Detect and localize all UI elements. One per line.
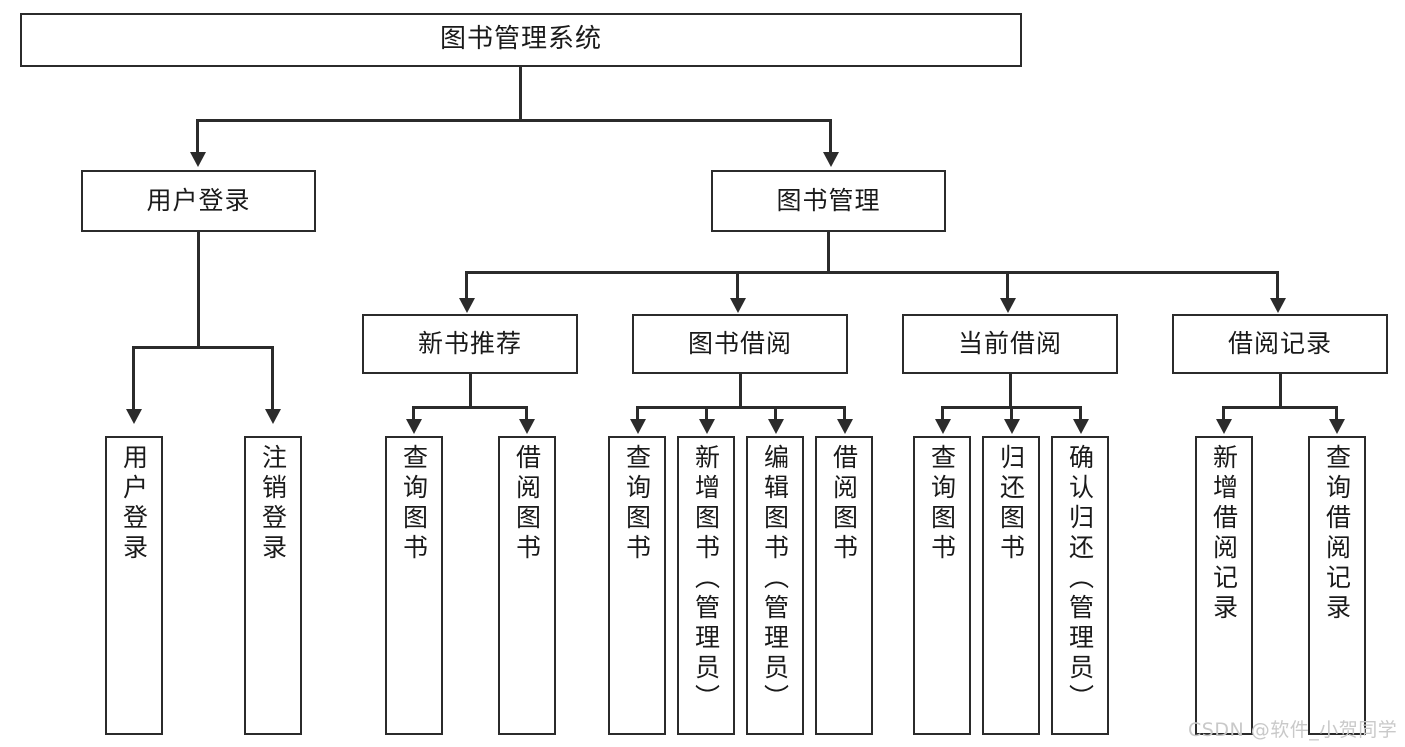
edge-drop-leaf [1010,406,1013,421]
leaf-borrow-book-1[interactable]: 借阅图书 [498,436,556,735]
arrow-down-icon [730,298,746,313]
node-label: 查询图书 [622,444,652,564]
edge-drop-leaf [1335,406,1338,421]
leaf-query-book-1[interactable]: 查询图书 [385,436,443,735]
node-current-borrow[interactable]: 当前借阅 [902,314,1118,374]
node-root-book-management-system[interactable]: 图书管理系统 [20,13,1022,67]
edge-drop-book-management [829,119,832,153]
arrow-down-icon [1216,419,1232,434]
arrow-down-icon [265,409,281,424]
edge-drop-book-borrow [736,271,739,299]
edge-drop-borrow-record [1276,271,1279,299]
leaf-add-book[interactable]: 新增图书（管理员） [677,436,735,735]
node-label: 借阅图书 [512,444,542,564]
edge-drop-leaf [941,406,944,421]
watermark-text: CSDN @软件_小贺同学 [1188,719,1398,741]
node-label: 新书推荐 [417,328,522,358]
edge-drop-leaf [412,406,415,421]
leaf-logout-login[interactable]: 注销登录 [244,436,302,735]
edge-book-management-stem [827,232,830,271]
edge-drop-leaf [705,406,708,421]
node-label: 借阅图书 [829,444,859,564]
arrow-down-icon [630,419,646,434]
edge-drop-current-borrow [1006,271,1009,299]
arrow-down-icon [837,419,853,434]
node-label: 查询图书 [399,444,429,564]
arrow-down-icon [459,298,475,313]
arrow-down-icon [699,419,715,434]
node-label: 注销登录 [258,444,288,564]
arrow-down-icon [935,419,951,434]
node-user-login[interactable]: 用户登录 [81,170,316,232]
edge-root-bus [196,119,832,122]
edge-drop-user-login [196,119,199,153]
edge-drop-leaf-user-login [132,346,135,410]
node-book-management[interactable]: 图书管理 [711,170,946,232]
edge-root-stem [519,67,522,119]
arrow-down-icon [519,419,535,434]
node-label: 查询图书 [927,444,957,564]
node-label: 图书借阅 [687,328,792,358]
arrow-down-icon [1000,298,1016,313]
node-label: 当前借阅 [957,328,1062,358]
node-book-borrow[interactable]: 图书借阅 [632,314,848,374]
edge-borrow-record-bus [1222,406,1337,409]
arrow-down-icon [768,419,784,434]
arrow-down-icon [1329,419,1345,434]
leaf-user-login[interactable]: 用户登录 [105,436,163,735]
node-label: 借阅记录 [1227,328,1332,358]
leaf-borrow-book-2[interactable]: 借阅图书 [815,436,873,735]
edge-book-management-bus [465,271,1279,274]
node-label: 查询借阅记录 [1322,444,1352,624]
edge-new-book-stem [469,374,472,406]
edge-drop-leaf [843,406,846,421]
node-label: 新增借阅记录 [1209,444,1239,624]
node-label: 用户登录 [119,444,149,564]
node-label: 图书管理 [776,185,881,215]
edge-book-borrow-stem [739,374,742,406]
edge-user-login-stem [197,232,200,346]
node-label: 编辑图书（管理员） [760,444,790,714]
leaf-query-book-3[interactable]: 查询图书 [913,436,971,735]
arrow-down-icon [126,409,142,424]
arrow-down-icon [1270,298,1286,313]
node-borrow-record[interactable]: 借阅记录 [1172,314,1388,374]
arrow-down-icon [406,419,422,434]
arrow-down-icon [1073,419,1089,434]
edge-drop-leaf [1079,406,1082,421]
edge-user-login-bus [132,346,272,349]
node-label: 归还图书 [996,444,1026,564]
node-label: 图书管理系统 [439,24,602,55]
edge-drop-leaf [774,406,777,421]
node-label: 用户登录 [146,185,251,215]
leaf-query-record[interactable]: 查询借阅记录 [1308,436,1366,735]
edge-book-borrow-bus [636,406,843,409]
edge-drop-leaf [1222,406,1225,421]
arrow-down-icon [823,152,839,167]
node-new-book-recommend[interactable]: 新书推荐 [362,314,578,374]
edge-drop-leaf [525,406,528,421]
node-label: 新增图书（管理员） [691,444,721,714]
edge-borrow-record-stem [1279,374,1282,406]
leaf-return-book[interactable]: 归还图书 [982,436,1040,735]
node-label: 确认归还（管理员） [1065,444,1095,714]
leaf-confirm-return[interactable]: 确认归还（管理员） [1051,436,1109,735]
edge-drop-leaf [636,406,639,421]
leaf-query-book-2[interactable]: 查询图书 [608,436,666,735]
arrow-down-icon [1004,419,1020,434]
edge-drop-new-book-recommend [465,271,468,299]
edge-current-borrow-stem [1009,374,1012,406]
leaf-add-record[interactable]: 新增借阅记录 [1195,436,1253,735]
edge-drop-leaf-logout [271,346,274,410]
leaf-edit-book[interactable]: 编辑图书（管理员） [746,436,804,735]
edge-new-book-bus [412,406,527,409]
arrow-down-icon [190,152,206,167]
